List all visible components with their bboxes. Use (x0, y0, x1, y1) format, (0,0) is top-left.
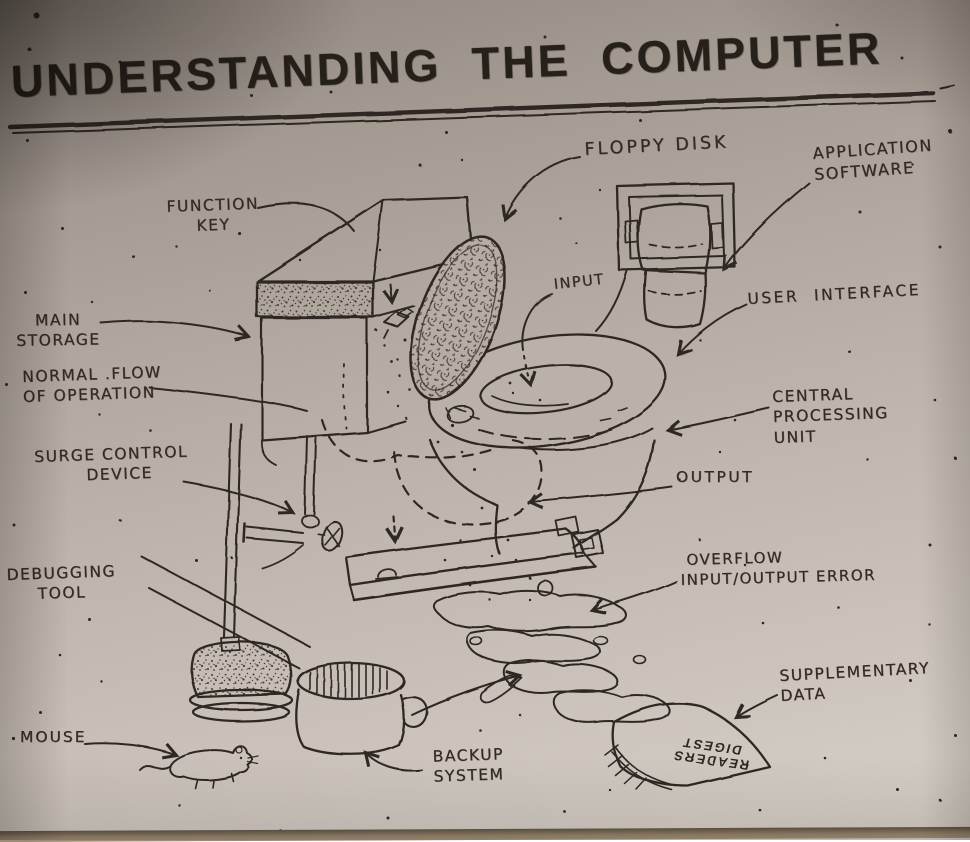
label-backup-system: BACKUP SYSTEM (432, 745, 505, 787)
label-output: OUTPUT (676, 468, 755, 486)
label-function-key: FUNCTION KEY (166, 194, 260, 236)
label-central-processing-unit: CENTRAL PROCESSING UNIT (772, 385, 890, 447)
label-application-software: APPLICATION SOFTWARE (812, 135, 934, 185)
label-surge-control-device: SURGE CONTROL DEVICE (34, 442, 189, 487)
label-mouse: MOUSE (20, 728, 87, 746)
label-debugging-tool: DEBUGGING TOOL (6, 562, 117, 604)
label-supplementary-data: SUPPLEMENTARY DATA (779, 659, 931, 706)
label-overflow-error: OVERFLOW INPUT/OUTPUT ERROR (680, 548, 877, 589)
label-main-storage: MAIN STORAGE (16, 310, 101, 351)
label-normal-flow: NORMAL .FLOW OF OPERATION (22, 363, 163, 407)
